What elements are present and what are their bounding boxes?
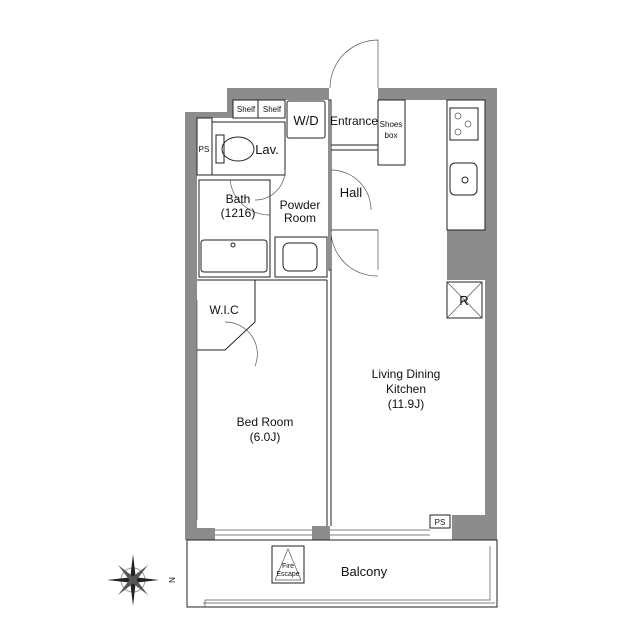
pipe-space-bottom-label: PS [435, 518, 446, 527]
fire-escape-hatch [271, 545, 305, 584]
refrigerator-label: R [459, 293, 468, 308]
shelf-1-label: Shelf [237, 105, 256, 114]
windows [196, 300, 430, 536]
pipe-space-top-label: PS [199, 145, 210, 154]
kitchen-sink [449, 162, 478, 196]
exterior-walls [185, 88, 497, 540]
hall-label: Hall [340, 185, 363, 200]
fire-escape-label-2: Escape [276, 571, 299, 578]
fire-escape-label: Fire [282, 563, 294, 570]
entrance-label: Entrance [330, 114, 378, 128]
toilet-icon [215, 134, 255, 164]
shelf-2-label: Shelf [263, 105, 282, 114]
bedroom-size-label: (6.0J) [250, 430, 281, 444]
entrance-door [329, 39, 379, 89]
shoes-box [377, 99, 406, 166]
bath [198, 179, 271, 278]
living-size-label: (11.9J) [388, 397, 424, 411]
balcony [186, 539, 498, 608]
balcony-label: Balcony [341, 564, 388, 579]
stove [449, 107, 479, 141]
living-dining-kitchen-label: Living Dining [372, 367, 441, 381]
structural-column [447, 230, 485, 280]
bath-size-label: (1216) [221, 206, 256, 220]
kitchen-counter [446, 99, 486, 231]
interior-walls [196, 99, 486, 529]
bathtub [200, 239, 268, 273]
shoes-box-label-2: box [385, 131, 398, 140]
doors [224, 39, 379, 367]
washbasin [282, 242, 318, 272]
washer-dryer-box [286, 100, 326, 139]
bedroom-label: Bed Room [237, 415, 294, 429]
refrigerator-space [446, 281, 483, 319]
powder-room-label-2: Room [284, 211, 316, 225]
washer-dryer-label: W/D [293, 113, 318, 128]
compass-icon [107, 554, 159, 606]
lavatory-label: Lav. [255, 142, 279, 157]
shoes-box-label: Shoes [380, 120, 403, 129]
powder-room-label: Powder [280, 198, 321, 212]
walk-in-closet-label: W.I.C [209, 303, 239, 317]
living-dining-kitchen-label-2: Kitchen [386, 382, 426, 396]
shelf-2 [257, 99, 286, 119]
north-label: N [167, 577, 176, 583]
bath-label: Bath [226, 192, 251, 206]
